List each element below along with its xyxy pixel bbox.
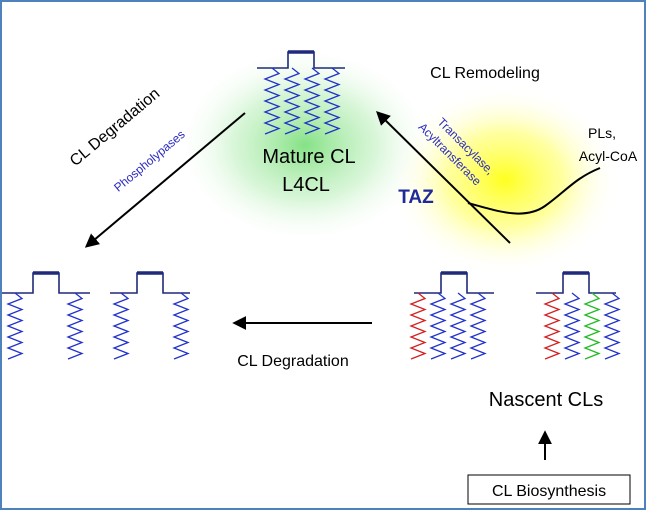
cl-biosynthesis-box xyxy=(467,474,631,505)
degraded-cl-molecule-2 xyxy=(110,271,190,360)
acyl-chain xyxy=(449,292,467,360)
nascent-cl-molecule-1 xyxy=(409,271,494,360)
acyl-chain xyxy=(112,292,130,360)
acyl-chain xyxy=(303,67,321,135)
acyl-chain xyxy=(429,292,447,360)
acyl-chain xyxy=(409,292,427,360)
acyl-chain xyxy=(583,292,601,360)
nascent-cls-label: Nascent CLs xyxy=(489,389,604,411)
acyl-chain xyxy=(283,67,301,135)
acyl-chain xyxy=(469,292,487,360)
acyl-chain xyxy=(172,292,190,360)
acyl-chain xyxy=(603,292,621,360)
cl-degradation-bottom-label: CL Degradation xyxy=(237,353,348,370)
acyl-donor-curve xyxy=(467,167,601,215)
yellow-glow xyxy=(390,85,620,275)
nascent-cl-molecule-2 xyxy=(536,271,621,360)
acyl-chain xyxy=(563,292,581,360)
acyl-chain xyxy=(263,67,281,135)
acyl-chain xyxy=(66,292,84,360)
acyl-chain xyxy=(543,292,561,360)
taz-label: TAZ xyxy=(398,187,434,208)
degraded-cl-molecule-1 xyxy=(2,271,90,360)
mature-cl-molecule xyxy=(257,50,345,135)
mature-cl-label: Mature CL xyxy=(262,146,355,168)
cl-biosynthesis-label: CL Biosynthesis xyxy=(492,483,606,500)
pls-label: PLs, xyxy=(588,125,616,141)
green-glow xyxy=(175,45,435,245)
l4cl-label: L4CL xyxy=(282,174,330,196)
degradation-arrow-top xyxy=(84,112,246,248)
acyl-coa-label: Acyl-CoA xyxy=(579,148,638,164)
remodeling-arrow xyxy=(376,111,511,244)
acyl-chain xyxy=(323,67,341,135)
acyl-chain xyxy=(6,292,24,360)
cl-remodeling-label: CL Remodeling xyxy=(430,65,540,82)
